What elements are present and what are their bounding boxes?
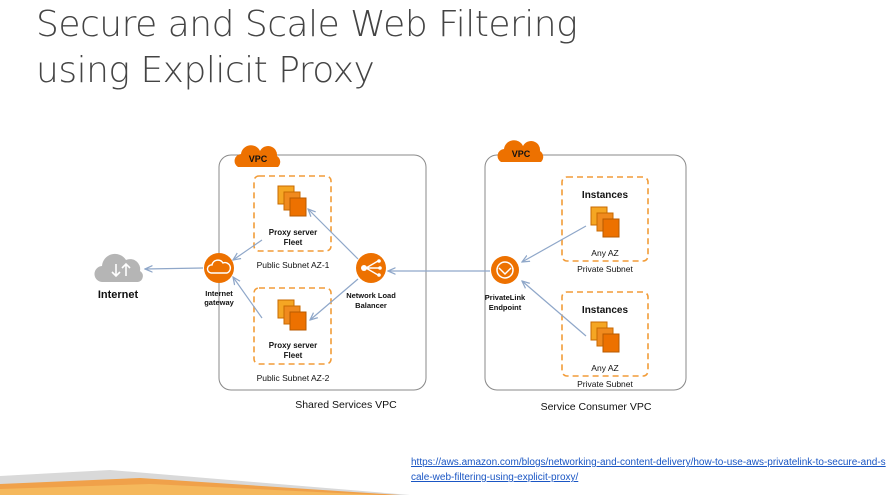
subnet-caption: Private Subnet — [577, 264, 633, 274]
proxy-fleet-label-line2: Fleet — [284, 238, 303, 247]
endpoint-label-line1: PrivateLink — [485, 293, 526, 302]
instances-az: Any AZ — [591, 248, 618, 258]
internet-gateway: Internet gateway — [204, 253, 235, 307]
instances-title: Instances — [582, 305, 629, 316]
private-subnet-bottom: Instances Any AZ Private Subnet — [561, 291, 649, 389]
subnet-caption: Public Subnet AZ-1 — [257, 260, 330, 270]
connector-arrows — [145, 209, 587, 337]
privatelink-endpoint: PrivateLink Endpoint — [485, 256, 526, 312]
arrow-nlb-to-fleet2 — [310, 278, 359, 320]
vpc-badge-label: VPC — [249, 154, 268, 164]
igw-label-line2: gateway — [204, 298, 234, 307]
reference-link[interactable]: https://aws.amazon.com/blogs/networking-… — [411, 457, 886, 483]
instances-icon — [590, 206, 620, 238]
cloud-icon — [94, 253, 143, 283]
arrow-igw-to-internet — [145, 268, 204, 269]
arrow-instances-bottom-to-endpoint — [522, 281, 587, 337]
nlb-label-line2: Balancer — [355, 301, 387, 310]
proxy-fleet-icon — [277, 299, 307, 331]
subnet-caption: Public Subnet AZ-2 — [257, 373, 330, 383]
private-subnet-top: Instances Any AZ Private Subnet — [561, 176, 649, 274]
internet: Internet — [94, 253, 143, 301]
arrow-nlb-to-fleet1 — [308, 209, 359, 260]
service-consumer-vpc: VPC Service Consumer VPC — [484, 140, 687, 413]
nlb-label-line1: Network Load — [346, 291, 396, 300]
arrow-fleet2-to-igw — [233, 277, 263, 319]
arrow-fleet1-to-igw — [233, 239, 263, 260]
instances-az: Any AZ — [591, 363, 618, 373]
privatelink-endpoint-icon — [491, 256, 519, 284]
network-load-balancer: Network Load Balancer — [346, 253, 396, 310]
public-subnet-az2: Proxy server Fleet Public Subnet AZ-2 — [253, 287, 332, 383]
slide-title: Secure and Scale Web Filtering using Exp… — [36, 2, 578, 94]
title-line-2: using Explicit Proxy — [36, 50, 375, 91]
internet-label: Internet — [98, 289, 139, 301]
proxy-fleet-label-line2: Fleet — [284, 351, 303, 360]
proxy-fleet-icon — [277, 185, 307, 217]
title-line-1: Secure and Scale Web Filtering — [36, 4, 578, 45]
igw-label-line1: Internet — [205, 289, 233, 298]
subnet-caption: Private Subnet — [577, 379, 633, 389]
instances-title: Instances — [582, 190, 629, 201]
endpoint-label-line2: Endpoint — [489, 303, 522, 312]
architecture-diagram: VPC Shared Services VPC Proxy server Fle… — [94, 140, 687, 413]
instances-icon — [590, 321, 620, 353]
proxy-fleet-label-line1: Proxy server — [269, 228, 317, 237]
shared-services-vpc: VPC Shared Services VPC — [218, 145, 427, 411]
load-balancer-icon — [356, 253, 386, 283]
consumer-vpc-caption: Service Consumer VPC — [541, 401, 652, 413]
arrow-instances-top-to-endpoint — [522, 225, 587, 262]
public-subnet-az1: Proxy server Fleet Public Subnet AZ-1 — [253, 175, 332, 270]
internet-gateway-icon — [204, 253, 234, 283]
shared-vpc-caption: Shared Services VPC — [295, 399, 397, 411]
bottom-decorative-stripe — [0, 470, 410, 495]
vpc-badge-label: VPC — [512, 149, 531, 159]
proxy-fleet-label-line1: Proxy server — [269, 341, 317, 350]
